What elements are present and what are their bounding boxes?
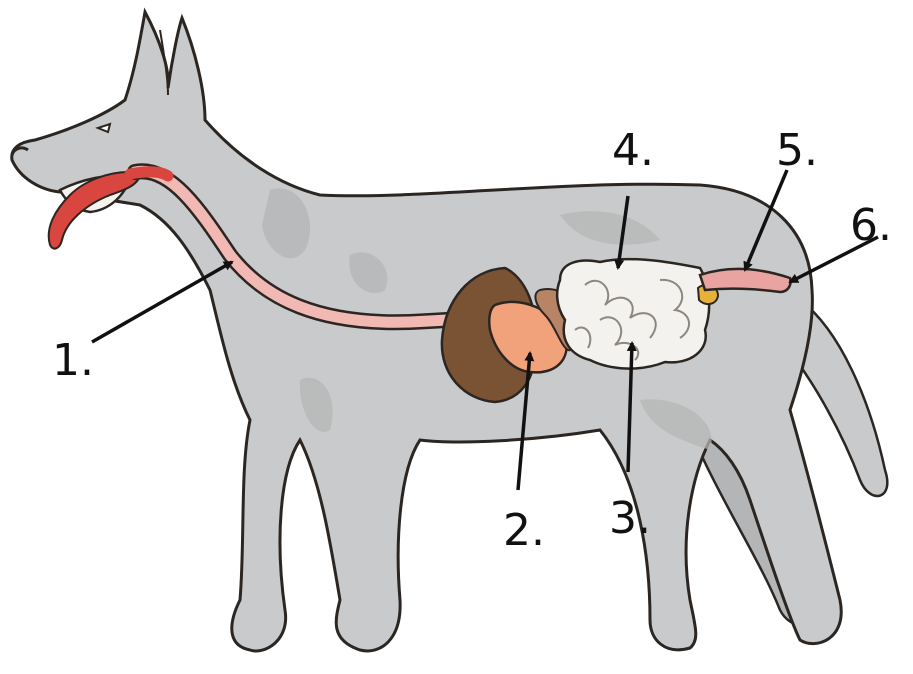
- label-3: 3.: [609, 493, 651, 544]
- label-1: 1.: [52, 335, 94, 386]
- dog-body: [12, 12, 841, 651]
- label-2: 2.: [503, 505, 545, 556]
- label-6: 6.: [850, 200, 892, 251]
- label-4: 4.: [612, 125, 654, 176]
- throat-red: [130, 172, 168, 176]
- label-5: 5.: [776, 125, 818, 176]
